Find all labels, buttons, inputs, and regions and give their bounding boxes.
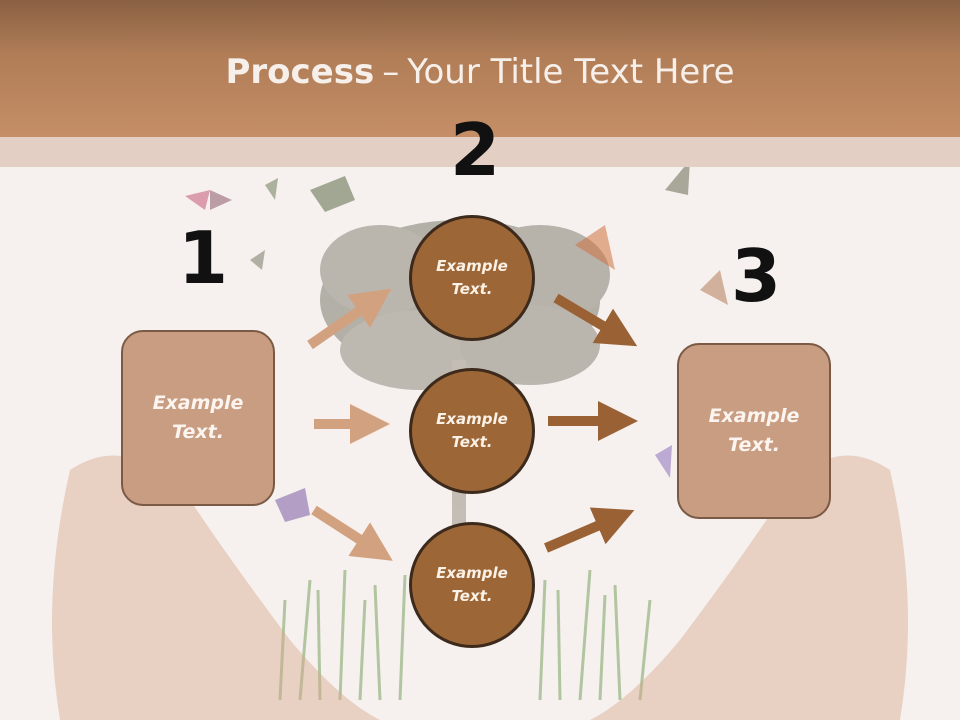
step-2-circle-top: Example Text. — [409, 215, 535, 341]
step-1-text: Example Text. — [152, 392, 244, 443]
step-1-box: Example Text. — [121, 330, 275, 506]
circle-top-text: Example Text. — [436, 257, 508, 298]
arrow-1-to-2-bottom — [311, 505, 393, 561]
step-3-box: Example Text. — [677, 343, 831, 519]
title-underline-band — [0, 137, 960, 167]
title-dash: – — [382, 52, 400, 92]
title-band — [0, 0, 960, 137]
circle-middle-text: Example Text. — [436, 410, 508, 451]
step-number-2: 2 — [450, 108, 501, 192]
title-rest: Your Title Text Here — [407, 52, 735, 92]
step-3-text: Example Text. — [708, 405, 800, 456]
arrow-2-to-3-bottom — [544, 507, 635, 553]
slide-title: Process–Your Title Text Here — [0, 52, 960, 92]
step-number-3: 3 — [731, 234, 782, 318]
step-number-1: 1 — [178, 216, 229, 300]
step-2-circle-bottom: Example Text. — [409, 522, 535, 648]
arrow-1-to-2-top — [307, 288, 392, 350]
circle-bottom-text: Example Text. — [436, 564, 508, 605]
title-bold: Process — [225, 52, 375, 92]
arrow-2-to-3-top — [553, 293, 638, 347]
step-2-circle-middle: Example Text. — [409, 368, 535, 494]
